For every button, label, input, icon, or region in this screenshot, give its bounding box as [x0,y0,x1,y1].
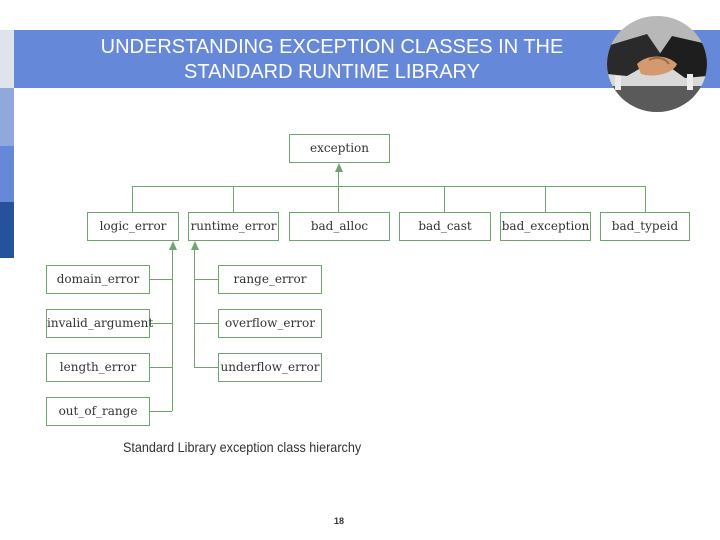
page-number: 18 [334,516,345,526]
title-band [14,30,720,88]
node-out-of-range: out_of_range [46,397,150,426]
stem-bad-exception [545,186,546,212]
diagram-caption: Standard Library exception class hierarc… [123,439,362,455]
accent-bar-1 [0,30,14,88]
node-bad-exception: bad_exception [500,212,591,241]
node-bad-alloc: bad_alloc [289,212,390,241]
node-runtime-error: runtime_error [188,212,279,241]
stem-bad-cast [444,186,445,212]
stem-runtime-error [233,186,234,212]
link-overflow-error [194,323,218,324]
title-line-1: UNDERSTANDING EXCEPTION CLASSES IN THE [100,36,564,58]
node-range-error: range_error [218,265,322,294]
link-length-error [150,367,172,368]
node-logic-error: logic_error [87,212,179,241]
stem-logic-error [132,186,133,212]
node-overflow-error: overflow_error [218,309,322,338]
node-invalid-argument: invalid_argument [46,309,153,338]
node-bad-cast: bad_cast [399,212,491,241]
handshake-photo [607,16,707,112]
logic-error-trunk [172,249,173,411]
slide-title: UNDERSTANDING EXCEPTION CLASSES IN THE S… [40,35,624,85]
link-invalid-argument [150,323,172,324]
node-underflow-error: underflow_error [218,353,322,382]
node-exception: exception [289,134,390,163]
children-bus [132,186,646,187]
stem-bad-alloc [338,186,339,212]
accent-bar-2 [0,88,14,146]
stem-bad-typeid [645,186,646,212]
link-domain-error [150,279,172,280]
node-length-error: length_error [46,353,150,382]
link-range-error [194,279,218,280]
accent-bar-4 [0,202,14,258]
title-line-2: STANDARD RUNTIME LIBRARY [184,61,480,83]
link-out-of-range [150,411,172,412]
root-arrow [335,163,343,172]
root-stem [338,172,339,186]
runtime-error-arrow [191,241,199,250]
node-domain-error: domain_error [46,265,150,294]
logic-error-arrow [169,241,177,250]
node-bad-typeid: bad_typeid [600,212,690,241]
runtime-error-trunk [194,249,195,367]
accent-bar-3 [0,146,14,202]
link-underflow-error [194,367,218,368]
